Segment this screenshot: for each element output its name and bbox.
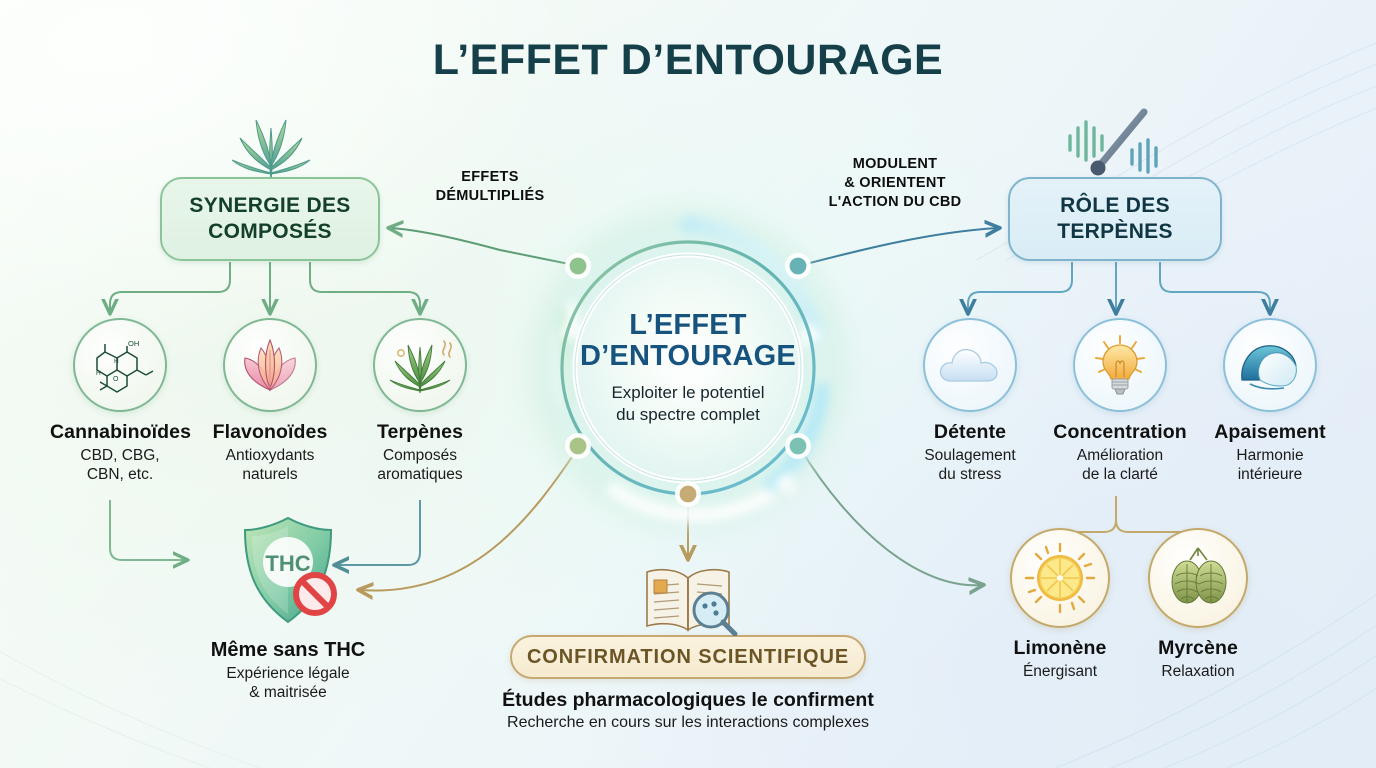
hub-sub-line2: du spectre complet	[616, 405, 760, 425]
detente-circle	[923, 318, 1017, 412]
limonene-circle	[1010, 528, 1110, 628]
limonene-sub: Énergisant	[1022, 663, 1098, 680]
caption-right-line1: MODULENT	[852, 156, 938, 172]
section-header-terpenes[interactable]: RÔLE DES TERPÈNES	[1008, 177, 1222, 261]
node-cannabinoides[interactable]: OH O H H Cannabinoïdes CBD, CBG, CBN, et…	[50, 318, 192, 484]
apaisement-circle	[1223, 318, 1317, 412]
terpenes-label-line1: RÔLE DES	[1060, 194, 1170, 218]
terpenes-title: Terpènes	[376, 421, 464, 443]
cannabis-leaf-icon	[231, 119, 311, 184]
caption-right-line2: & ORIENTENT	[844, 175, 946, 192]
science-block[interactable]: CONFIRMATION SCIENTIFIQUE Études pharmac…	[458, 560, 918, 732]
terpenes-circle	[373, 318, 467, 412]
caption-effets-demultiplies: EFFETS DÉMULTIPLIÉS	[399, 168, 581, 206]
science-title: Études pharmacologiques le confirment	[502, 689, 874, 711]
hub-title: L’EFFET D’ENTOURAGE	[580, 308, 796, 373]
concentration-sub1: Amélioration	[1076, 447, 1164, 464]
terpenes-sub1: Composés	[382, 447, 458, 464]
science-pill[interactable]: CONFIRMATION SCIENTIFIQUE	[510, 635, 866, 679]
central-hub[interactable]: L’EFFET D’ENTOURAGE Exploiter le potenti…	[528, 208, 848, 528]
node-concentration[interactable]: Concentration Amélioration de la clarté	[1050, 318, 1190, 484]
myrcene-circle	[1148, 528, 1248, 628]
node-detente[interactable]: Détente Soulagement du stress	[900, 318, 1040, 484]
apaisement-sub2: intérieure	[1237, 466, 1303, 484]
detente-title: Détente	[933, 421, 1007, 443]
flavonoides-sub2: naturels	[242, 466, 298, 484]
flavonoides-title: Flavonoïdes	[212, 421, 328, 443]
svg-text:O: O	[113, 376, 119, 383]
cannabinoides-circle: OH O H H	[73, 318, 167, 412]
synergie-label-line2: COMPOSÉS	[208, 220, 332, 243]
node-terpenes[interactable]: Terpènes Composés aromatiques	[350, 318, 490, 484]
section-header-synergie[interactable]: SYNERGIE DES COMPOSÉS	[160, 177, 380, 261]
apaisement-title: Apaisement	[1214, 421, 1326, 443]
concentration-circle	[1073, 318, 1167, 412]
svg-text:OH: OH	[128, 339, 139, 348]
science-sub: Recherche en cours sur les interactions …	[507, 714, 869, 731]
myrcene-title: Myrcène	[1158, 637, 1238, 659]
limonene-title: Limonène	[1013, 637, 1107, 659]
myrcene-sub: Relaxation	[1161, 663, 1235, 680]
shield-icon: THC	[243, 516, 337, 624]
detente-sub2: du stress	[938, 466, 1002, 484]
wave-icon	[1241, 345, 1297, 390]
cannabinoides-sub2: CBN, etc.	[86, 466, 154, 484]
prohibition-icon	[293, 572, 337, 616]
flavonoides-sub1: Antioxydants	[225, 447, 315, 464]
lotus-flower-icon	[244, 338, 296, 392]
science-pill-label: CONFIRMATION SCIENTIFIQUE	[526, 645, 850, 668]
lemon-slice-icon	[1024, 542, 1096, 614]
svg-text:H: H	[114, 358, 119, 365]
cannabinoides-title: Cannabinoïdes	[50, 421, 192, 443]
thc-sub1: Expérience légale	[226, 665, 350, 682]
terpenes-sub2: aromatiques	[377, 466, 463, 484]
detente-sub1: Soulagement	[924, 447, 1016, 464]
hub-glow-ring	[528, 208, 848, 528]
hops-icon	[1171, 547, 1227, 604]
svg-text:H: H	[96, 370, 101, 377]
thc-block[interactable]: THC Même sans THC Expérience légale & ma…	[190, 512, 386, 703]
node-apaisement[interactable]: Apaisement Harmonie intérieure	[1200, 318, 1340, 484]
terpenes-label-line2: TERPÈNES	[1057, 220, 1173, 243]
cloud-icon	[939, 348, 998, 382]
synergie-label-line1: SYNERGIE DES	[189, 194, 351, 218]
flavonoides-circle	[223, 318, 317, 412]
caption-modulent-orientent: MODULENT & ORIENTENT L'ACTION DU CBD	[790, 155, 1000, 212]
thc-title: Même sans THC	[210, 639, 366, 661]
lightbulb-icon	[1095, 335, 1145, 395]
caption-right-line3: L'ACTION DU CBD	[828, 194, 962, 211]
molecule-icon: OH O H H	[96, 339, 154, 393]
aroma-diffuser-icon	[1068, 108, 1158, 176]
caption-left-line1: EFFETS	[461, 169, 519, 185]
node-limonene[interactable]: Limonène Énergisant	[990, 528, 1130, 681]
aromatic-leaf-icon	[389, 340, 452, 394]
open-book-magnifier-icon	[646, 568, 738, 637]
hub-sub-line1: Exploiter le potentiel	[611, 383, 765, 403]
page-title: L’EFFET D’ENTOURAGE	[432, 36, 944, 84]
hub-text: L’EFFET D’ENTOURAGE Exploiter le potenti…	[538, 218, 838, 518]
caption-left-line2: DÉMULTIPLIÉS	[435, 188, 545, 205]
concentration-title: Concentration	[1053, 421, 1187, 443]
cannabinoides-sub1: CBD, CBG,	[80, 447, 160, 464]
hub-subtitle: Exploiter le potentiel du spectre comple…	[611, 382, 764, 426]
thc-sub2: & maitrisée	[249, 684, 327, 702]
thc-badge-label: THC	[265, 551, 310, 576]
concentration-sub2: de la clarté	[1082, 466, 1158, 484]
apaisement-sub1: Harmonie	[1236, 447, 1304, 464]
node-flavonoides[interactable]: Flavonoïdes Antioxydants naturels	[200, 318, 340, 484]
node-myrcene[interactable]: Myrcène Relaxation	[1128, 528, 1268, 681]
